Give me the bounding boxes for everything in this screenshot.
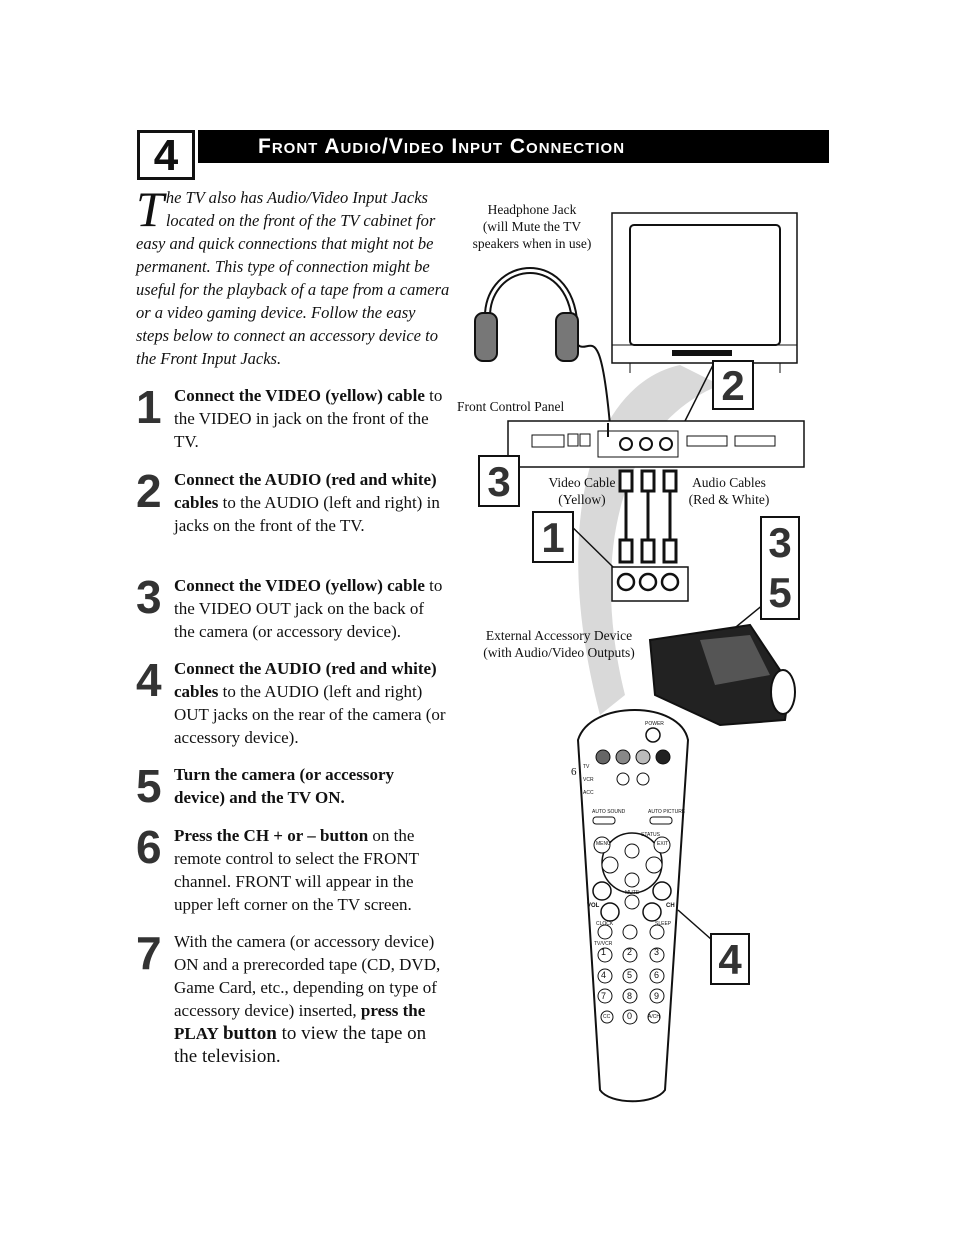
remote-auto-sound-label: AUTO SOUND — [592, 809, 626, 815]
remote-mute-label: MUTE — [625, 890, 640, 896]
intro-dropcap: T — [136, 181, 164, 237]
section-number: 4 — [137, 130, 195, 180]
step-text: With the camera (or accessory device) ON… — [174, 932, 441, 1020]
connection-diagram — [474, 212, 805, 1103]
step-bold: press the PLAY — [174, 1001, 426, 1043]
step-4: 4 Connect the AUDIO (red and white) cabl… — [136, 654, 448, 749]
callout-3: 3 — [478, 455, 520, 507]
camcorder-illustration — [648, 623, 796, 727]
remote-vol-label: VOL — [587, 903, 600, 909]
remote-vcr-label: VCR — [583, 777, 594, 783]
step-2: 2 Connect the AUDIO (red and white) cabl… — [136, 465, 448, 537]
remote-cc-label: CC — [603, 1014, 611, 1020]
step-text: to view the tape on the television. — [174, 1023, 427, 1067]
callout-3-5-top: 3 — [768, 519, 792, 566]
step-number: 6 — [136, 821, 162, 873]
callout-1: 1 — [532, 511, 574, 563]
front-control-panel — [507, 420, 805, 468]
step-number: 5 — [136, 760, 162, 812]
av-cables — [618, 469, 678, 564]
step-text: to the AUDIO (left and right) OUT jacks … — [174, 682, 446, 747]
step-bold: Connect the AUDIO (red and white) cables — [174, 470, 437, 512]
step-number: 3 — [136, 571, 162, 623]
remote-digit-6: 6 — [654, 970, 660, 980]
callout-3-5-bottom: 5 — [768, 569, 792, 616]
remote-illustration — [576, 709, 690, 1103]
section-title: Front Audio/Video Input Connection — [198, 130, 829, 163]
remote-digit-3: 3 — [654, 947, 660, 957]
step-number: 7 — [136, 927, 162, 979]
step-bold: button — [222, 1023, 277, 1044]
camera-jack-panel — [611, 566, 689, 602]
step-text: to the AUDIO (left and right) in jacks o… — [174, 493, 440, 535]
step-bold: Connect the VIDEO (yellow) cable — [174, 386, 425, 405]
step-3: 3 Connect the VIDEO (yellow) cable to th… — [136, 571, 448, 643]
audio-cables-label: Audio Cables (Red & White) — [688, 475, 770, 507]
remote-menu-label: MENU — [596, 841, 611, 847]
video-cable-label: Video Cable (Yellow) — [548, 475, 616, 507]
step-text: to the VIDEO in jack on the front of the… — [174, 386, 443, 451]
remote-digit-8: 8 — [627, 991, 633, 1001]
remote-auto-picture-label: AUTO PICTURE — [648, 809, 686, 815]
remote-tv-label: TV — [583, 764, 590, 770]
step-number: 1 — [136, 381, 162, 433]
remote-digit-4: 4 — [601, 970, 607, 980]
remote-status-label: STATUS — [641, 832, 660, 838]
callout-3-5: 3 5 — [760, 516, 800, 620]
headphone-jack-label: Headphone Jack (will Mute the TV speaker… — [472, 202, 592, 251]
front-control-panel-label: Front Control Panel — [457, 399, 565, 414]
callout-2: 2 — [712, 360, 754, 410]
step-bold: Turn the camera (or accessory device) an… — [174, 765, 395, 807]
remote-power-label: POWER — [645, 721, 664, 727]
remote-ach-label: A/CH — [648, 1014, 660, 1020]
remote-digit-5: 5 — [627, 970, 633, 980]
remote-digit-0: 0 — [627, 1011, 633, 1021]
remote-digit-2: 2 — [627, 947, 633, 957]
headphones-illustration — [474, 267, 611, 450]
step-number: 4 — [136, 654, 162, 706]
remote-digit-7: 7 — [601, 991, 607, 1001]
step-6: 6 Press the CH + or – button on the remo… — [136, 821, 448, 916]
remote-digit-1: 1 — [601, 947, 607, 957]
step-text: to the VIDEO OUT jack on the back of the… — [174, 576, 443, 641]
intro-text: he TV also has Audio/Video Input Jacks l… — [136, 188, 450, 368]
callout-4: 4 — [710, 933, 750, 985]
remote-digit-9: 9 — [654, 991, 660, 1001]
remote-clock-label: CLOCK — [596, 921, 614, 927]
step-bold: Press the CH + or – button — [174, 826, 369, 845]
step-7: 7 With the camera (or accessory device) … — [136, 927, 448, 1068]
remote-sleep-label: SLEEP — [655, 921, 672, 927]
remote-side-mark: 6 — [571, 766, 577, 778]
remote-exit-label: EXIT — [657, 841, 669, 847]
step-number: 2 — [136, 465, 162, 517]
remote-tvvcr-label: TV/VCR — [594, 941, 613, 947]
step-bold: Connect the VIDEO (yellow) cable — [174, 576, 425, 595]
step-1: 1 Connect the VIDEO (yellow) cable to th… — [136, 381, 448, 453]
step-bold: Connect the AUDIO (red and white) cables — [174, 659, 437, 701]
step-5: 5 Turn the camera (or accessory device) … — [136, 760, 448, 812]
remote-acc-label: ACC — [583, 790, 594, 796]
tv-illustration — [611, 212, 798, 373]
step-text: on the remote control to select the FRON… — [174, 826, 419, 914]
external-device-label: External Accessory Device (with Audio/Vi… — [483, 628, 635, 660]
remote-ch-label: CH — [666, 903, 675, 909]
